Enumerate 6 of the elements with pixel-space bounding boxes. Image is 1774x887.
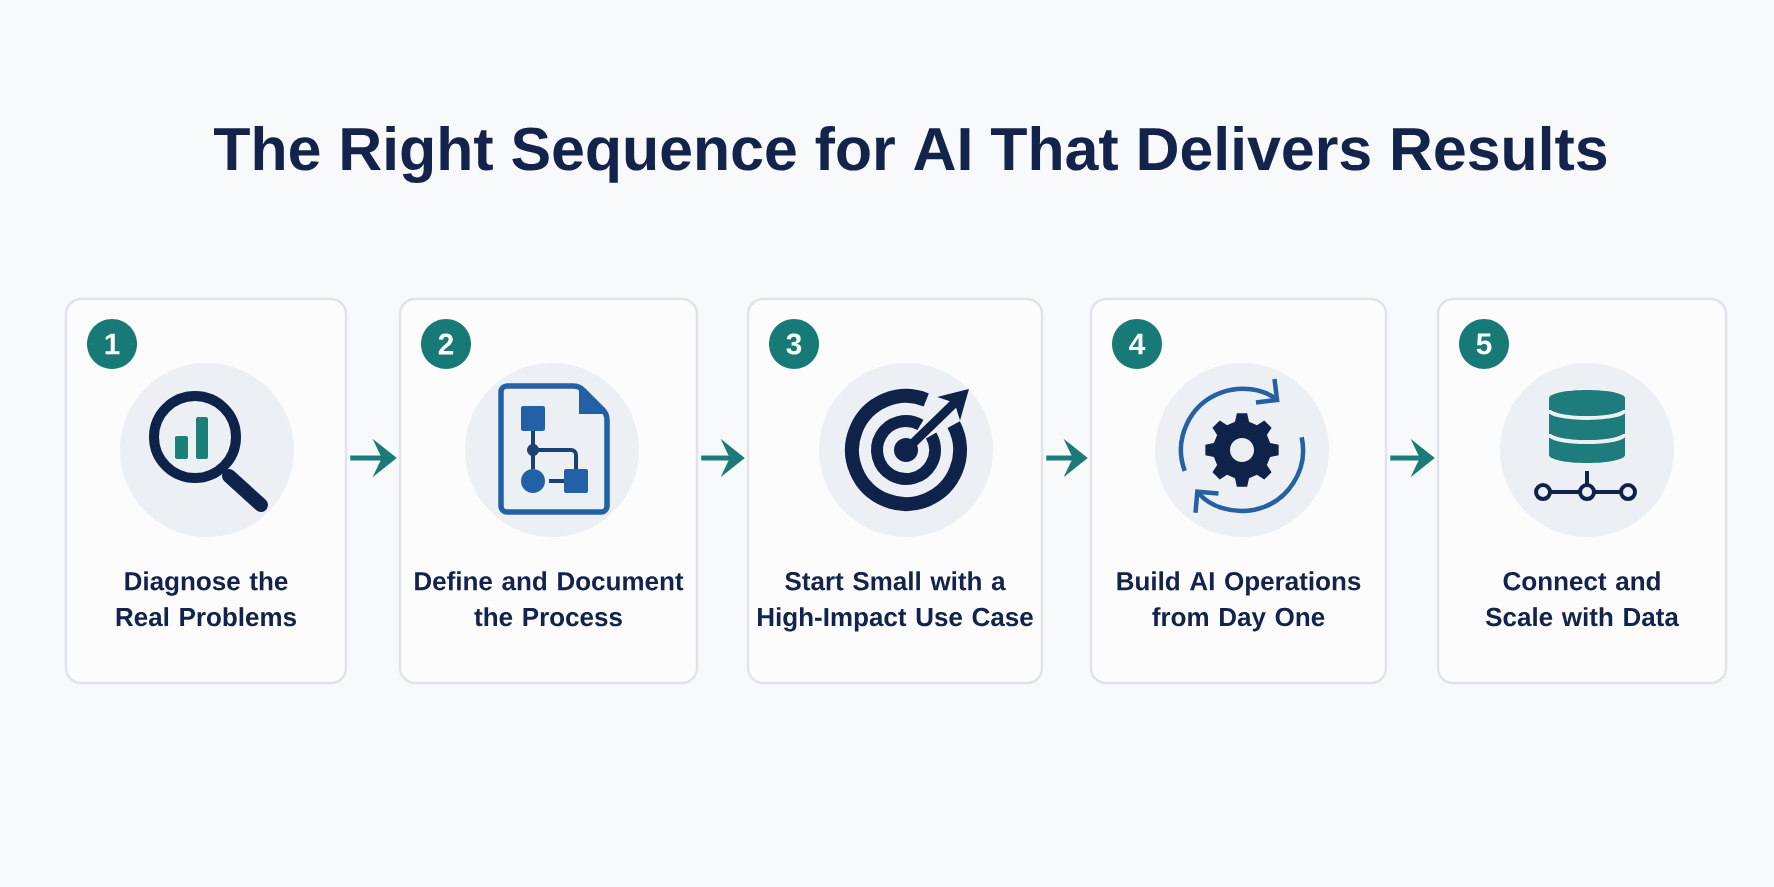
title: The Right Sequence for AI That Delivers Results [214, 125, 1607, 183]
number-badge: 1 [87, 319, 137, 369]
number-badge: 4 [1112, 319, 1162, 369]
number-badge: 3 [769, 319, 819, 369]
number-badge: 2 [421, 319, 471, 369]
number-badge: 5 [1459, 319, 1509, 369]
